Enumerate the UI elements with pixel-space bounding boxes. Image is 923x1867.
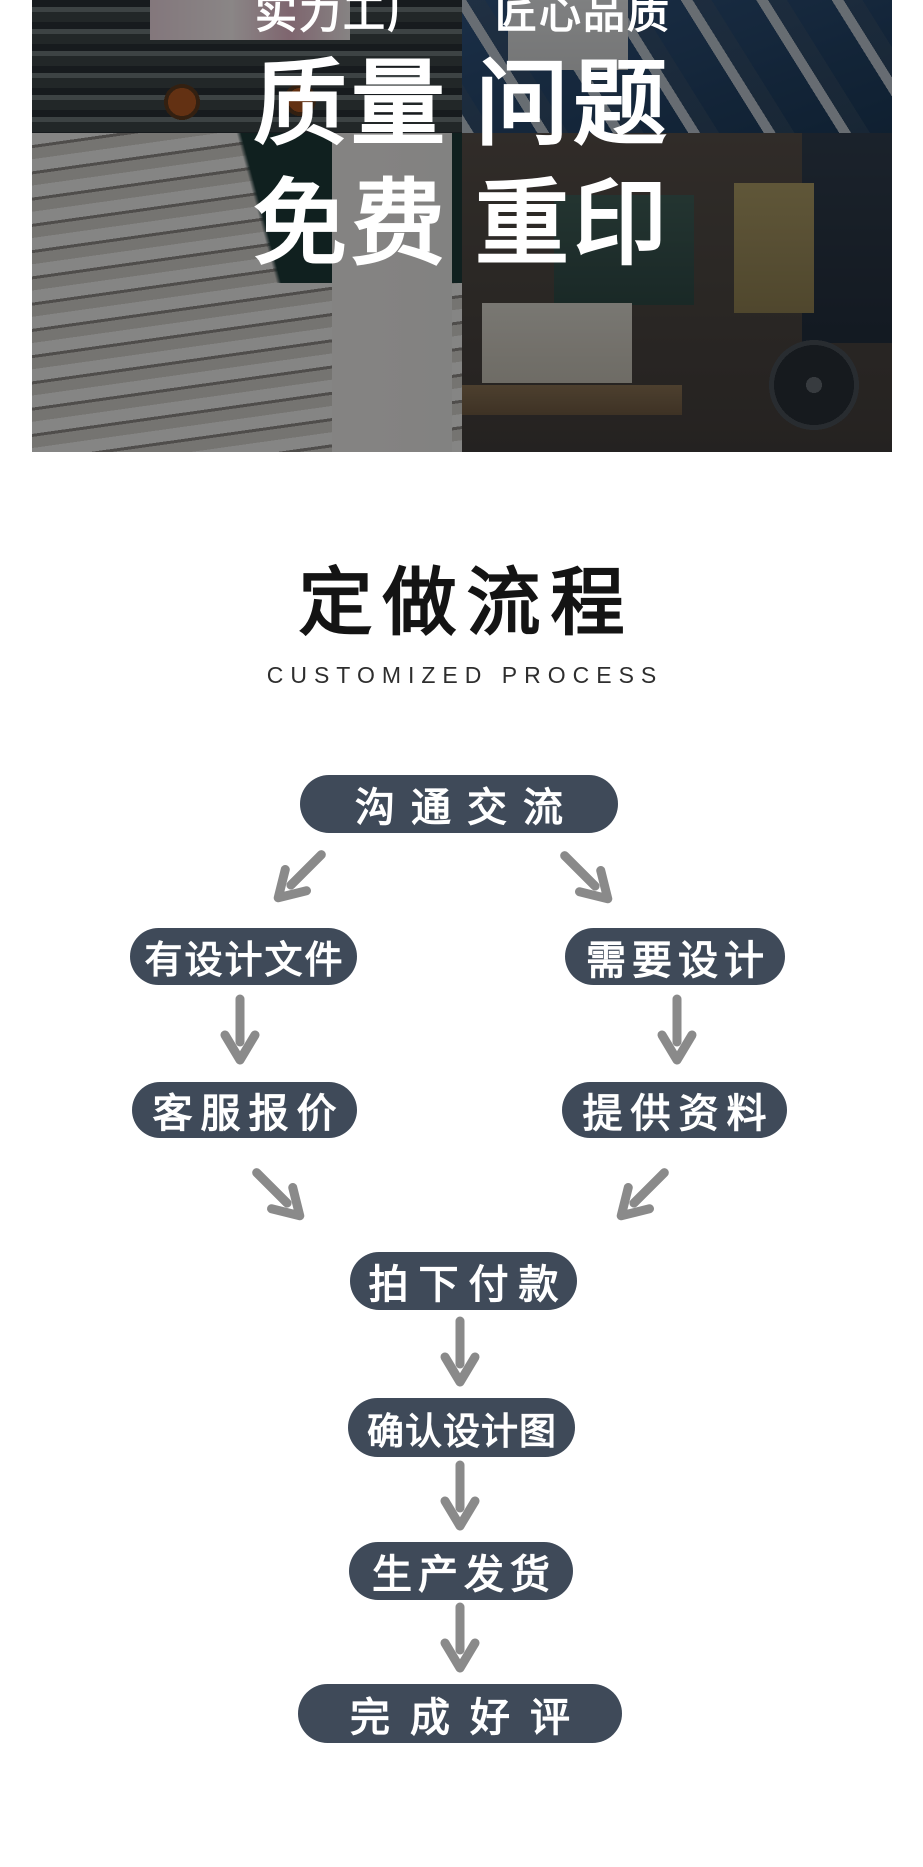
flow-step-label: 生产发货 xyxy=(372,1553,556,1597)
arrow-down-icon xyxy=(218,994,262,1070)
hero-badge-right: 匠心品质 xyxy=(494,0,672,37)
flow-step-confirm-design: 确认设计图 xyxy=(348,1398,575,1457)
arrow-down-left-icon xyxy=(599,1154,684,1239)
hero-headline: 质量 问题 免费 重印 xyxy=(32,44,892,284)
blue-press-machine-photo xyxy=(462,0,892,133)
flow-step-label: 客服报价 xyxy=(152,1092,345,1136)
flow-step-label: 沟通交流 xyxy=(355,786,579,830)
flow-step-service-quote: 客服报价 xyxy=(132,1082,357,1138)
section-title: 定做流程 xyxy=(298,561,635,644)
flow-step-label: 拍下付款 xyxy=(368,1263,569,1307)
flow-step-label: 确认设计图 xyxy=(367,1410,557,1452)
headline-word: 免费 xyxy=(252,171,449,276)
arrow-down-icon xyxy=(438,1460,482,1536)
hero-dark-overlay xyxy=(32,0,892,452)
hero-badge-left: 实力工厂 xyxy=(254,0,432,37)
hero-headline-line-2: 免费 重印 xyxy=(32,164,892,284)
arrow-down-icon xyxy=(438,1316,482,1392)
flow-step-provide-materials: 提供资料 xyxy=(562,1082,787,1138)
arrow-down-left-icon xyxy=(256,836,341,921)
flow-step-have-design-file: 有设计文件 xyxy=(130,928,357,985)
headline-word: 重印 xyxy=(475,171,672,276)
printed-paper-stack-photo xyxy=(32,133,462,452)
headline-word: 问题 xyxy=(475,51,672,156)
arrow-down-icon xyxy=(655,994,699,1070)
flow-step-need-design: 需要设计 xyxy=(565,928,785,985)
hero-banner: 实力工厂 匠心品质 质量 问题 免费 重印 xyxy=(32,0,892,452)
hero-text-layer: 实力工厂 匠心品质 质量 问题 免费 重印 xyxy=(32,0,892,452)
arrow-down-icon xyxy=(438,1602,482,1678)
arrow-down-right-icon xyxy=(546,837,631,922)
flow-step-label: 需要设计 xyxy=(586,938,770,983)
printing-press-photo xyxy=(32,0,462,133)
flow-step-order-payment: 拍下付款 xyxy=(350,1252,577,1310)
workshop-worker-photo xyxy=(462,133,892,452)
headline-word: 质量 xyxy=(252,51,449,156)
flow-step-label: 有设计文件 xyxy=(144,940,345,982)
flow-step-label: 完成好评 xyxy=(350,1695,590,1740)
flow-step-communication: 沟通交流 xyxy=(300,775,618,833)
flow-step-label: 提供资料 xyxy=(582,1092,775,1136)
flow-step-production-shipping: 生产发货 xyxy=(349,1542,573,1600)
hero-headline-line-1: 质量 问题 xyxy=(32,44,892,164)
section-subtitle: CUSTOMIZED PROCESS xyxy=(266,662,664,688)
arrow-down-right-icon xyxy=(238,1154,323,1239)
flow-step-complete-review: 完成好评 xyxy=(298,1684,622,1743)
